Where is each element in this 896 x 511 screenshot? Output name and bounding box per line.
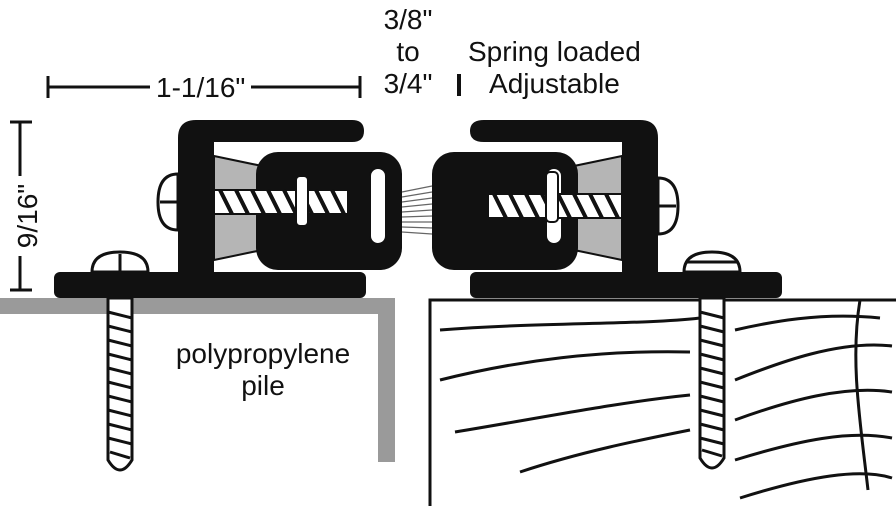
gap-dimension-label: 3/8" to 3/4" xyxy=(360,4,456,100)
right-adjust-screw-head xyxy=(656,176,680,236)
left-base-plate xyxy=(54,272,366,298)
pile-fibers xyxy=(401,185,433,235)
pile-material-label: polypropylene pile xyxy=(138,338,388,402)
left-adjust-screw-head xyxy=(156,172,180,232)
left-bracket xyxy=(178,120,364,276)
gap-label-line-3: 3/4" xyxy=(383,68,433,99)
spring-loaded-label: Spring loaded Adjustable xyxy=(468,36,641,100)
spring-label-line-1: Spring loaded xyxy=(468,36,641,67)
pile-label-line-1: polypropylene xyxy=(175,338,351,369)
gap-label-line-2: to xyxy=(396,36,420,67)
left-carrier-slot xyxy=(369,167,387,245)
right-base-plate xyxy=(470,272,782,298)
pile-label-line-2: pile xyxy=(241,370,285,401)
left-mounting-screw xyxy=(90,250,150,472)
width-dimension-label: 1-1/16" xyxy=(150,72,252,104)
right-mounting-screw xyxy=(682,250,742,470)
gap-label-line-1: 3/8" xyxy=(383,4,433,35)
left-nut xyxy=(295,175,309,227)
right-nut xyxy=(545,171,559,223)
left-adjust-screw xyxy=(213,189,349,215)
height-dimension-label: 9/16" xyxy=(12,176,44,256)
spring-label-line-2: Adjustable xyxy=(489,68,620,99)
right-bracket xyxy=(470,120,658,276)
wood-substrate xyxy=(428,298,896,506)
